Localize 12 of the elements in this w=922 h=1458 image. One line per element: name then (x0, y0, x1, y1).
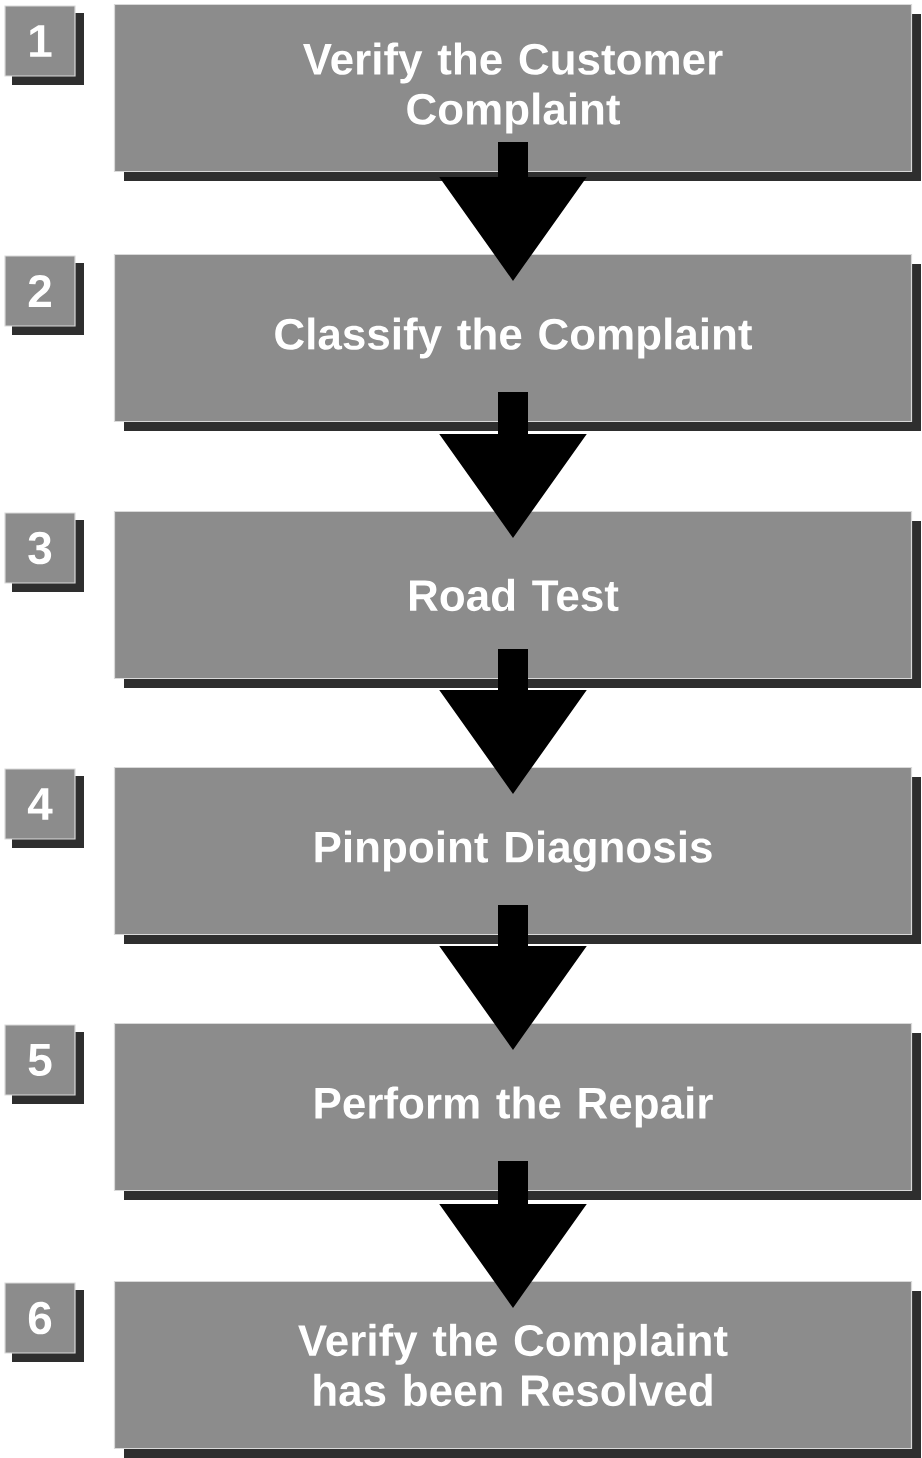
step-number-badge: 2 (4, 255, 84, 335)
process-box: Perform the Repair (113, 1022, 921, 1200)
process-box: Verify the Complaint has been Resolved (113, 1280, 921, 1458)
process-box: Pinpoint Diagnosis (113, 766, 921, 944)
step-number-badge: 5 (4, 1024, 84, 1104)
step-number-badge: 6 (4, 1282, 84, 1362)
step-number-badge: 4 (4, 768, 84, 848)
step-number-badge: 3 (4, 512, 84, 592)
process-box: Verify the Customer Complaint (113, 3, 921, 181)
process-box: Road Test (113, 510, 921, 688)
step-number-badge: 1 (4, 5, 84, 85)
process-box: Classify the Complaint (113, 253, 921, 431)
